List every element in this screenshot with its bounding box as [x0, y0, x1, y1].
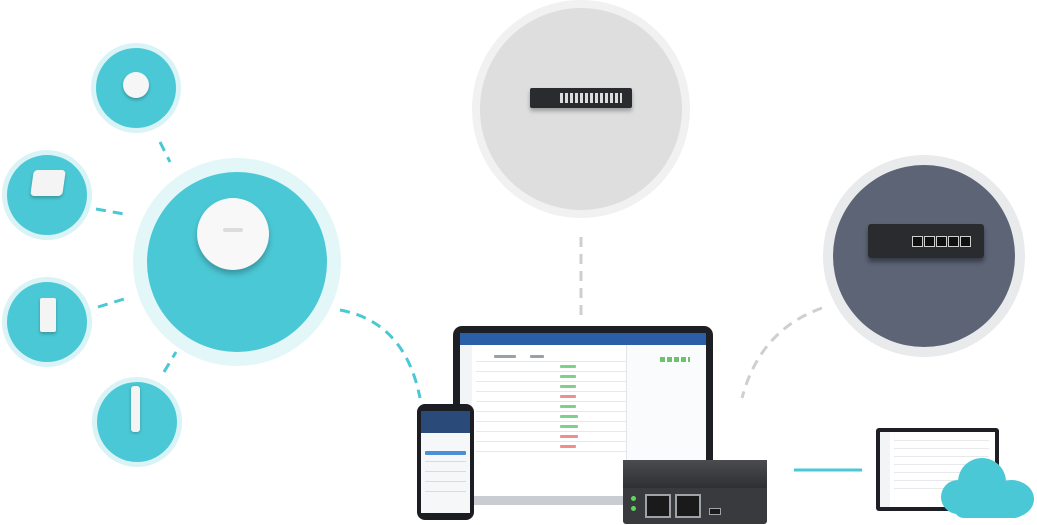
ap-circle-wall	[2, 277, 92, 367]
gateway-router-icon	[868, 224, 984, 258]
rack-switch-icon	[530, 88, 632, 108]
wall-plate-access-point-icon	[40, 298, 56, 332]
switch-circle	[480, 8, 682, 210]
connector-ap-outdoor	[162, 351, 178, 373]
connector-ap-wall	[97, 297, 125, 309]
phone-screen	[421, 411, 470, 513]
ap-circle-flat	[2, 150, 92, 240]
ap-circle-outdoor	[92, 377, 182, 467]
laptop-base	[418, 496, 748, 505]
mobile-app-icon	[417, 404, 474, 520]
connector-ap-flat	[95, 207, 125, 216]
ap-circle-ceiling	[91, 43, 181, 133]
main-ap-circle	[147, 172, 327, 352]
cloud-icon	[936, 452, 1036, 522]
ceiling-access-point-icon	[197, 198, 269, 270]
router-circle	[833, 165, 1015, 347]
connector-ap-top	[158, 141, 172, 163]
hardware-controller-icon	[623, 460, 767, 524]
connector-ap-laptop	[339, 308, 422, 399]
ceiling-access-point-icon	[123, 72, 149, 98]
flat-access-point-icon	[30, 170, 66, 196]
outdoor-access-point-icon	[131, 386, 140, 432]
connector-router-laptop	[740, 306, 823, 399]
